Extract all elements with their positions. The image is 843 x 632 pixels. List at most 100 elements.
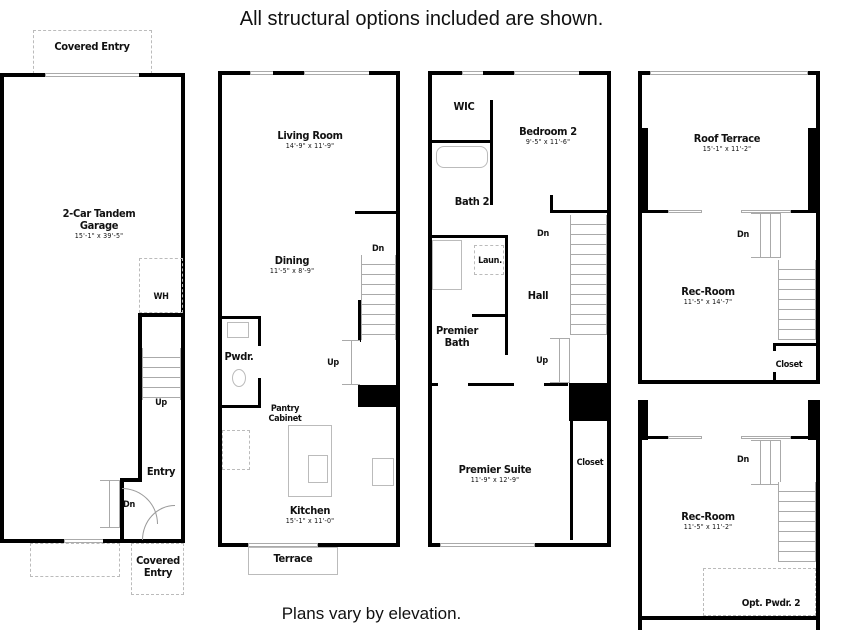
wall bbox=[638, 210, 668, 213]
room-name: Bath bbox=[444, 336, 470, 349]
room-name: Rec-Room bbox=[681, 285, 735, 298]
wall bbox=[791, 210, 820, 213]
room-dimensions: 15'-1" x 11'-2" bbox=[702, 145, 752, 153]
stairs-down-landing bbox=[751, 213, 781, 258]
label-dn: Dn bbox=[737, 230, 749, 240]
wall bbox=[428, 543, 440, 547]
room-name: Covered bbox=[136, 554, 180, 567]
room-dimensions: 14'-9" x 11'-9" bbox=[285, 142, 335, 150]
wall bbox=[638, 71, 650, 75]
wall bbox=[258, 316, 261, 346]
window bbox=[514, 71, 580, 75]
wall bbox=[432, 140, 490, 143]
room-dimensions: 11'-5" x 11'-2" bbox=[683, 523, 733, 531]
room-name: Premier Suite bbox=[458, 463, 532, 476]
room-entry: Entry bbox=[146, 465, 176, 478]
label-pantry-cabinet: Pantry Cabinet bbox=[268, 404, 301, 424]
wall bbox=[638, 128, 648, 213]
room-name: Bedroom 2 bbox=[519, 125, 577, 138]
room-name: Dining bbox=[274, 254, 310, 267]
wall bbox=[358, 300, 361, 342]
room-name: WH bbox=[153, 292, 169, 302]
room-dimensions: 11'-9" x 12'-9" bbox=[470, 476, 520, 484]
room-dimensions: 15'-1" x 39'-5" bbox=[74, 232, 124, 240]
stairs-down bbox=[361, 255, 396, 340]
window bbox=[741, 436, 791, 439]
wall bbox=[773, 372, 776, 383]
window bbox=[248, 543, 318, 547]
window bbox=[45, 73, 140, 77]
room-dimensions: 11'-5" x 8'-9" bbox=[269, 267, 315, 275]
toilet-icon bbox=[232, 369, 246, 387]
stair-direction: Dn bbox=[737, 455, 749, 465]
room-name: Rec-Room bbox=[681, 510, 735, 523]
window bbox=[668, 210, 702, 213]
room-name: Entry bbox=[143, 566, 173, 579]
wall bbox=[428, 383, 438, 386]
wall bbox=[638, 400, 642, 630]
room-bath-2: Bath 2 bbox=[455, 196, 490, 208]
room-name: Garage bbox=[79, 219, 119, 232]
room-name: Premier bbox=[435, 324, 479, 337]
wall bbox=[0, 73, 46, 77]
terrace-area bbox=[248, 547, 338, 575]
room-wh: WH bbox=[153, 292, 168, 302]
window bbox=[440, 543, 535, 547]
stair-direction: Dn bbox=[737, 230, 749, 240]
stair-direction: Up bbox=[327, 358, 339, 368]
wall bbox=[638, 71, 642, 383]
room-name: Entry bbox=[146, 465, 176, 478]
room-name: Living Room bbox=[277, 129, 343, 142]
room-hall: Hall bbox=[528, 290, 549, 302]
room-name: Pwdr. bbox=[224, 350, 254, 363]
room-premier-suite: Premier Suite 11'-9" x 12'-9" bbox=[459, 464, 532, 485]
wall bbox=[218, 316, 260, 319]
room-name: Bath 2 bbox=[454, 195, 490, 208]
stairs-up-landing bbox=[342, 340, 360, 385]
footer-caption: Plans vary by elevation. bbox=[281, 604, 462, 623]
room-garage: 2-Car Tandem Garage 15'-1" x 39'-5" bbox=[63, 208, 136, 241]
label-up: Up bbox=[155, 398, 167, 408]
wall bbox=[103, 539, 183, 543]
wall bbox=[638, 616, 820, 620]
laundry-area bbox=[474, 245, 504, 275]
room-terrace: Terrace bbox=[274, 553, 313, 565]
stairs-down bbox=[570, 215, 607, 335]
room-name: 2-Car Tandem bbox=[62, 207, 136, 220]
label-dn: Dn bbox=[737, 455, 749, 465]
wall bbox=[428, 71, 463, 75]
wall bbox=[468, 383, 514, 386]
wall bbox=[432, 235, 507, 238]
room-dimensions: 11'-5" x 14'-7" bbox=[683, 298, 733, 306]
header-caption: All structural options included are show… bbox=[239, 8, 604, 30]
room-name: Covered Entry bbox=[54, 40, 130, 53]
wall bbox=[218, 405, 261, 408]
label-up: Up bbox=[536, 356, 548, 366]
room-name: Hall bbox=[527, 289, 549, 302]
room-name: Laun. bbox=[478, 256, 502, 266]
room-rec-room-option: Rec-Room 11'-5" x 11'-2" bbox=[681, 510, 735, 532]
window bbox=[304, 71, 370, 75]
wall bbox=[490, 100, 493, 205]
stairs-down bbox=[778, 260, 816, 340]
label-up: Up bbox=[327, 358, 339, 368]
wall bbox=[550, 210, 608, 213]
label-dn: Dn bbox=[537, 229, 549, 239]
wall bbox=[218, 71, 251, 75]
stairs-down-landing bbox=[751, 440, 781, 485]
wall bbox=[273, 71, 305, 75]
shower-icon bbox=[432, 240, 462, 290]
room-bedroom-2: Bedroom 2 9'-5" x 11'-6" bbox=[519, 126, 577, 147]
room-laundry: Laun. bbox=[478, 256, 502, 266]
wall bbox=[791, 436, 820, 439]
stair-direction: Dn bbox=[372, 244, 384, 254]
wall bbox=[773, 343, 776, 351]
wall bbox=[258, 378, 261, 408]
wall bbox=[138, 313, 142, 481]
wall bbox=[638, 436, 668, 439]
stairs-down bbox=[778, 482, 816, 562]
room-dimensions: 9'-5" x 11'-6" bbox=[525, 138, 571, 146]
wall bbox=[138, 313, 183, 317]
room-kitchen: Kitchen 15'-1" x 11'-0" bbox=[286, 505, 335, 526]
room-name: Pantry bbox=[270, 404, 300, 414]
